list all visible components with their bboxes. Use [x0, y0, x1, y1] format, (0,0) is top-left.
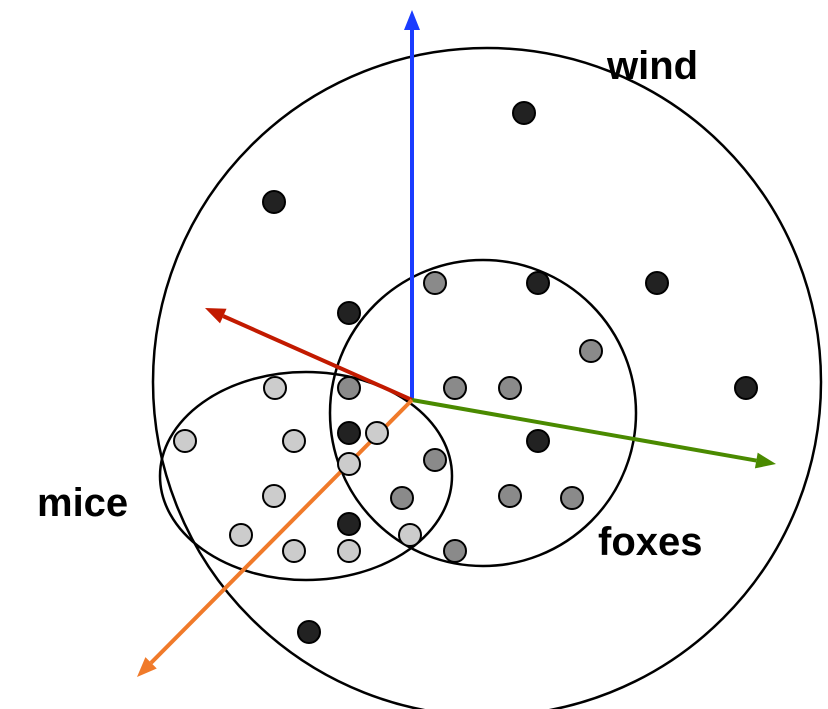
data-point-dark [262, 190, 286, 214]
dots-group [173, 101, 758, 644]
data-point-medium [443, 539, 467, 563]
foxes-circle [328, 258, 638, 568]
data-point-dark [512, 101, 536, 125]
data-point-dark [645, 271, 669, 295]
data-point-light [337, 452, 361, 476]
data-point-dark [526, 429, 550, 453]
mice-ellipse [158, 370, 454, 582]
data-point-light [337, 539, 361, 563]
data-point-medium [498, 376, 522, 400]
data-point-medium [423, 271, 447, 295]
data-point-light [229, 523, 253, 547]
data-point-dark [337, 512, 361, 536]
data-point-medium [560, 486, 584, 510]
data-point-medium [443, 376, 467, 400]
data-point-dark [297, 620, 321, 644]
data-point-light [398, 523, 422, 547]
data-point-medium [337, 376, 361, 400]
data-point-light [365, 421, 389, 445]
data-point-dark [337, 421, 361, 445]
wind-label: wind [606, 44, 698, 88]
green-axis-arrow [411, 398, 776, 469]
data-point-dark [337, 301, 361, 325]
data-point-light [262, 484, 286, 508]
orange-axis-arrow [137, 398, 414, 677]
data-point-dark [734, 376, 758, 400]
data-point-light [173, 429, 197, 453]
foxes-label: foxes [598, 520, 703, 564]
red-axis-arrow [205, 308, 413, 402]
up-axis-arrow [404, 10, 420, 400]
data-point-light [282, 429, 306, 453]
data-point-medium [498, 484, 522, 508]
data-point-medium [579, 339, 603, 363]
data-point-medium [423, 448, 447, 472]
wind-circle [151, 46, 823, 709]
axes-group [137, 10, 776, 677]
data-point-light [282, 539, 306, 563]
mice-label: mice [37, 481, 128, 525]
data-point-dark [526, 271, 550, 295]
data-point-medium [390, 486, 414, 510]
data-point-light [263, 376, 287, 400]
